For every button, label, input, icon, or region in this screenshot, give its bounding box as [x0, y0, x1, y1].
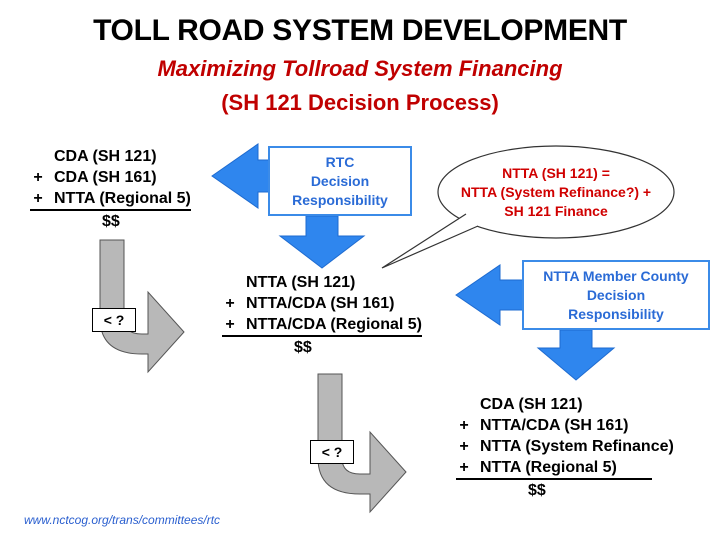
callout-text: NTTA (SH 121) = NTTA (System Refinance?)…: [460, 165, 652, 219]
footer-link[interactable]: www.nctcog.org/trans/committees/rtc: [24, 513, 221, 527]
block3-line-3: + NTTA (System Refinance): [459, 438, 674, 455]
block3-line-2: + NTTA/CDA (SH 161): [459, 417, 629, 434]
callout-pointer: [381, 213, 479, 269]
page-subtitle: Maximizing Tollroad System Financing: [157, 56, 563, 81]
gray-bent-arrow-icon-2: [317, 373, 407, 514]
block3-line-1: CDA (SH 121): [480, 396, 583, 413]
block1-line-3: + NTTA (Regional 5): [30, 188, 191, 211]
block1-line-1: CDA (SH 121): [54, 148, 157, 165]
block3-money: $$: [528, 482, 546, 499]
gray-bent-arrow-icon: [99, 239, 185, 374]
funding-block-2: NTTA (SH 121) + NTTA/CDA (SH 161) + NTTA…: [222, 272, 422, 358]
comparison-box-2: < ?: [310, 440, 354, 464]
blue-arrow-down-icon: [278, 215, 366, 269]
block2-money: $$: [294, 339, 312, 356]
page-subtitle-2: (SH 121 Decision Process): [221, 90, 499, 115]
block1-line-2: + CDA (SH 161): [33, 169, 157, 186]
funding-block-3: CDA (SH 121) + NTTA/CDA (SH 161) + NTTA …: [456, 394, 674, 501]
block2-line-2: + NTTA/CDA (SH 161): [225, 295, 395, 312]
page-title: TOLL ROAD SYSTEM DEVELOPMENT: [93, 14, 627, 47]
rtc-decision-box: RTC Decision Responsibility: [268, 146, 412, 216]
ntta-county-decision-box: NTTA Member County Decision Responsibili…: [522, 260, 710, 330]
block2-line-3: + NTTA/CDA (Regional 5): [222, 314, 422, 337]
comparison-box-1: < ?: [92, 308, 136, 332]
block2-line-1: NTTA (SH 121): [246, 274, 356, 291]
funding-block-1: CDA (SH 121) + CDA (SH 161) + NTTA (Regi…: [30, 146, 191, 232]
blue-arrow-down-icon-2: [536, 329, 616, 381]
callout-bubble: [437, 145, 675, 239]
block3-line-4: + NTTA (Regional 5): [456, 457, 652, 480]
block1-money: $$: [102, 213, 120, 230]
blue-arrow-left-icon-2: [455, 264, 525, 326]
